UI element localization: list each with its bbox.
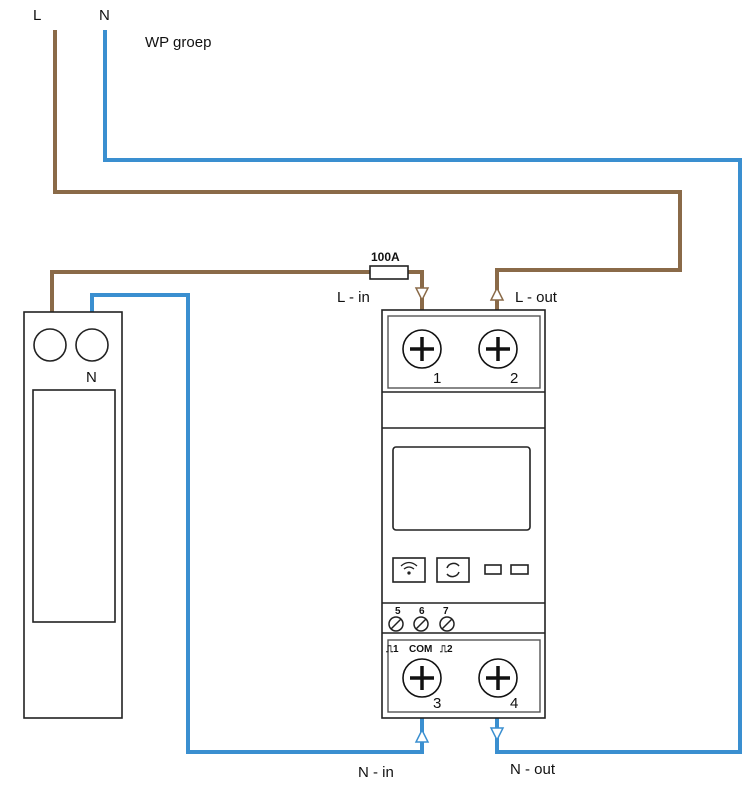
pulse-label: ⎍1 [385,644,399,655]
sync-icon [446,562,460,578]
energy-meter [381,309,546,719]
n-out-label: N - out [510,761,556,778]
led-indicator [484,564,502,575]
pulse-label: COM [409,644,432,655]
terminal-3-label: 3 [433,695,441,712]
left-device-n-label: N [86,369,97,386]
display-screen [392,446,531,531]
aux-terminal-label: 5 [395,606,401,617]
wifi-button [392,557,426,583]
line-label: L [33,7,41,24]
led-indicator [510,564,529,575]
neutral-label: N [99,7,110,24]
neutral-wire-in [90,293,424,754]
n-in-label: N - in [358,764,394,781]
aux-terminal-label: 6 [419,606,425,617]
terminal-l [33,328,67,362]
terminal-n [75,328,109,362]
aux-terminal-label: 7 [443,606,449,617]
left-device: N [23,311,123,719]
group-label: WP groep [145,34,211,51]
sync-button [436,557,470,583]
screw-terminal-icons [402,329,518,698]
line-wire-main [53,30,682,310]
wifi-icon [400,561,418,575]
fuse [369,265,409,280]
terminal-1-label: 1 [433,370,441,387]
terminal-2-label: 2 [510,370,518,387]
arrow-up-icon [489,286,505,301]
terminal-4-label: 4 [510,695,518,712]
arrow-down-icon [489,727,505,742]
fuse-label: 100A [371,250,400,264]
l-in-label: L - in [337,289,370,306]
arrow-down-icon [414,287,430,302]
neutral-wire-main [103,30,742,754]
arrow-up-icon [414,728,430,743]
pulse-label: ⎍2 [439,644,453,655]
l-out-label: L - out [515,289,558,306]
aux-screw-icons [388,616,455,632]
